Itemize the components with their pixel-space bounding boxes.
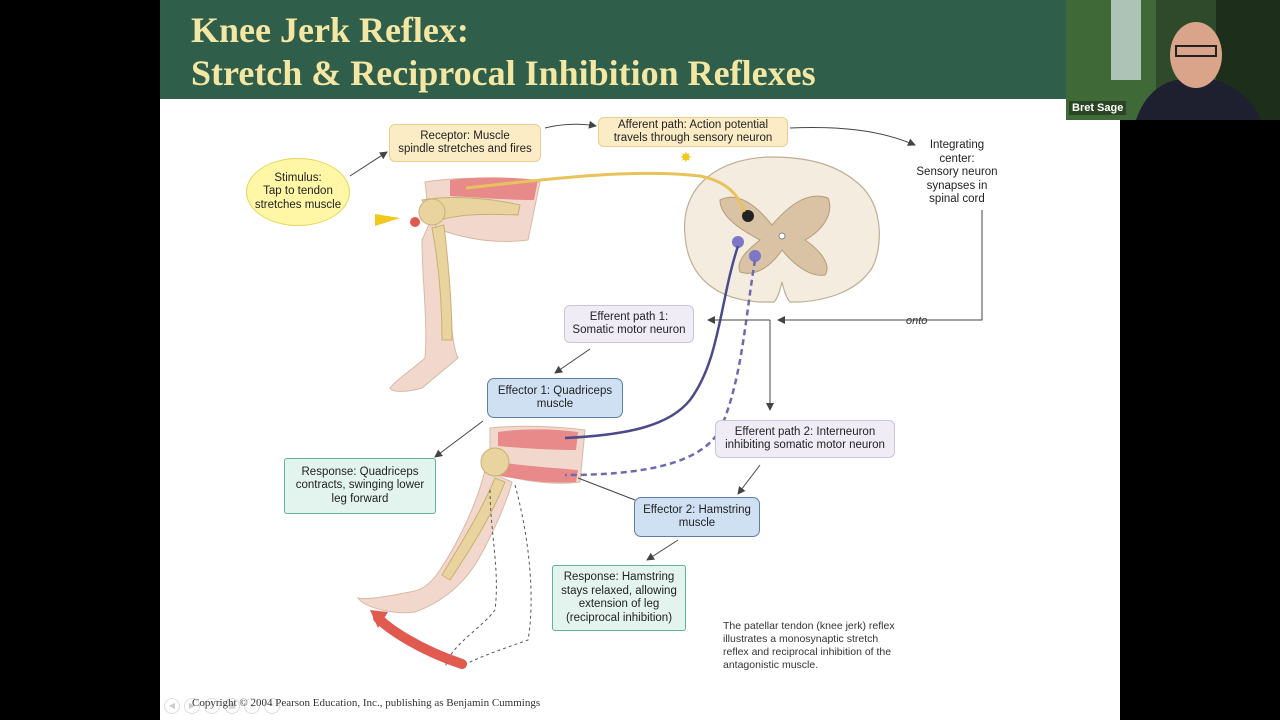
copyright-text: Copyright © 2004 Pearson Education, Inc.…: [192, 697, 541, 709]
efferent-path-2-label: Efferent path 2: Interneuron inhibiting …: [715, 420, 895, 458]
next-slide-icon[interactable]: ▶: [184, 698, 200, 714]
slide-title-line-1: Knee Jerk Reflex:: [191, 10, 469, 50]
webcam-thumbnail[interactable]: Bret Sage: [1066, 0, 1280, 120]
integrating-center-label: Integrating center: Sensory neuron synap…: [916, 139, 998, 206]
more-options-icon[interactable]: ⋯: [264, 698, 280, 714]
effector-2-label: Effector 2: Hamstring muscle: [634, 497, 760, 537]
previous-slide-icon[interactable]: ◀: [164, 698, 180, 714]
receptor-label: Receptor: Muscle spindle stretches and f…: [389, 124, 541, 162]
slide-title-line-2: Stretch & Reciprocal Inhibition Reflexes: [191, 53, 816, 93]
slide-controls: ◀ ▶ ✎ ▦ ⌕ ⋯: [164, 698, 280, 714]
sensory-neuron-path: [465, 171, 746, 213]
effector-1-label: Effector 1: Quadriceps muscle: [487, 378, 623, 418]
onto-label: onto: [906, 315, 928, 327]
action-potential-icon: ✸: [680, 149, 692, 165]
zoom-icon[interactable]: ⌕: [244, 698, 260, 714]
response-1-label: Response: Quadriceps contracts, swinging…: [284, 458, 436, 514]
slide-title-bar: Knee Jerk Reflex: Stretch & Reciprocal I…: [160, 0, 1066, 99]
figure-caption: The patellar tendon (knee jerk) reflex i…: [723, 620, 895, 671]
reflex-diagram: ✸: [349, 120, 983, 669]
webcam-video: [1066, 0, 1280, 120]
leg-illustration-bottom: [356, 425, 586, 669]
afferent-path-label: Afferent path: Action potential travels …: [598, 117, 788, 147]
motor-neuron-path: [564, 245, 740, 440]
presentation-slide: Knee Jerk Reflex: Stretch & Reciprocal I…: [160, 0, 1120, 720]
efferent-path-1-label: Efferent path 1: Somatic motor neuron: [564, 305, 694, 343]
leg-illustration-top: [375, 177, 541, 392]
slides-icon[interactable]: ▦: [224, 698, 240, 714]
flow-arrows: [349, 120, 983, 561]
participant-name: Bret Sage: [1069, 101, 1127, 115]
response-2-label: Response: Hamstring stays relaxed, allow…: [552, 565, 686, 631]
stimulus-label: Stimulus: Tap to tendon stretches muscle: [246, 158, 350, 226]
pen-icon[interactable]: ✎: [204, 698, 220, 714]
